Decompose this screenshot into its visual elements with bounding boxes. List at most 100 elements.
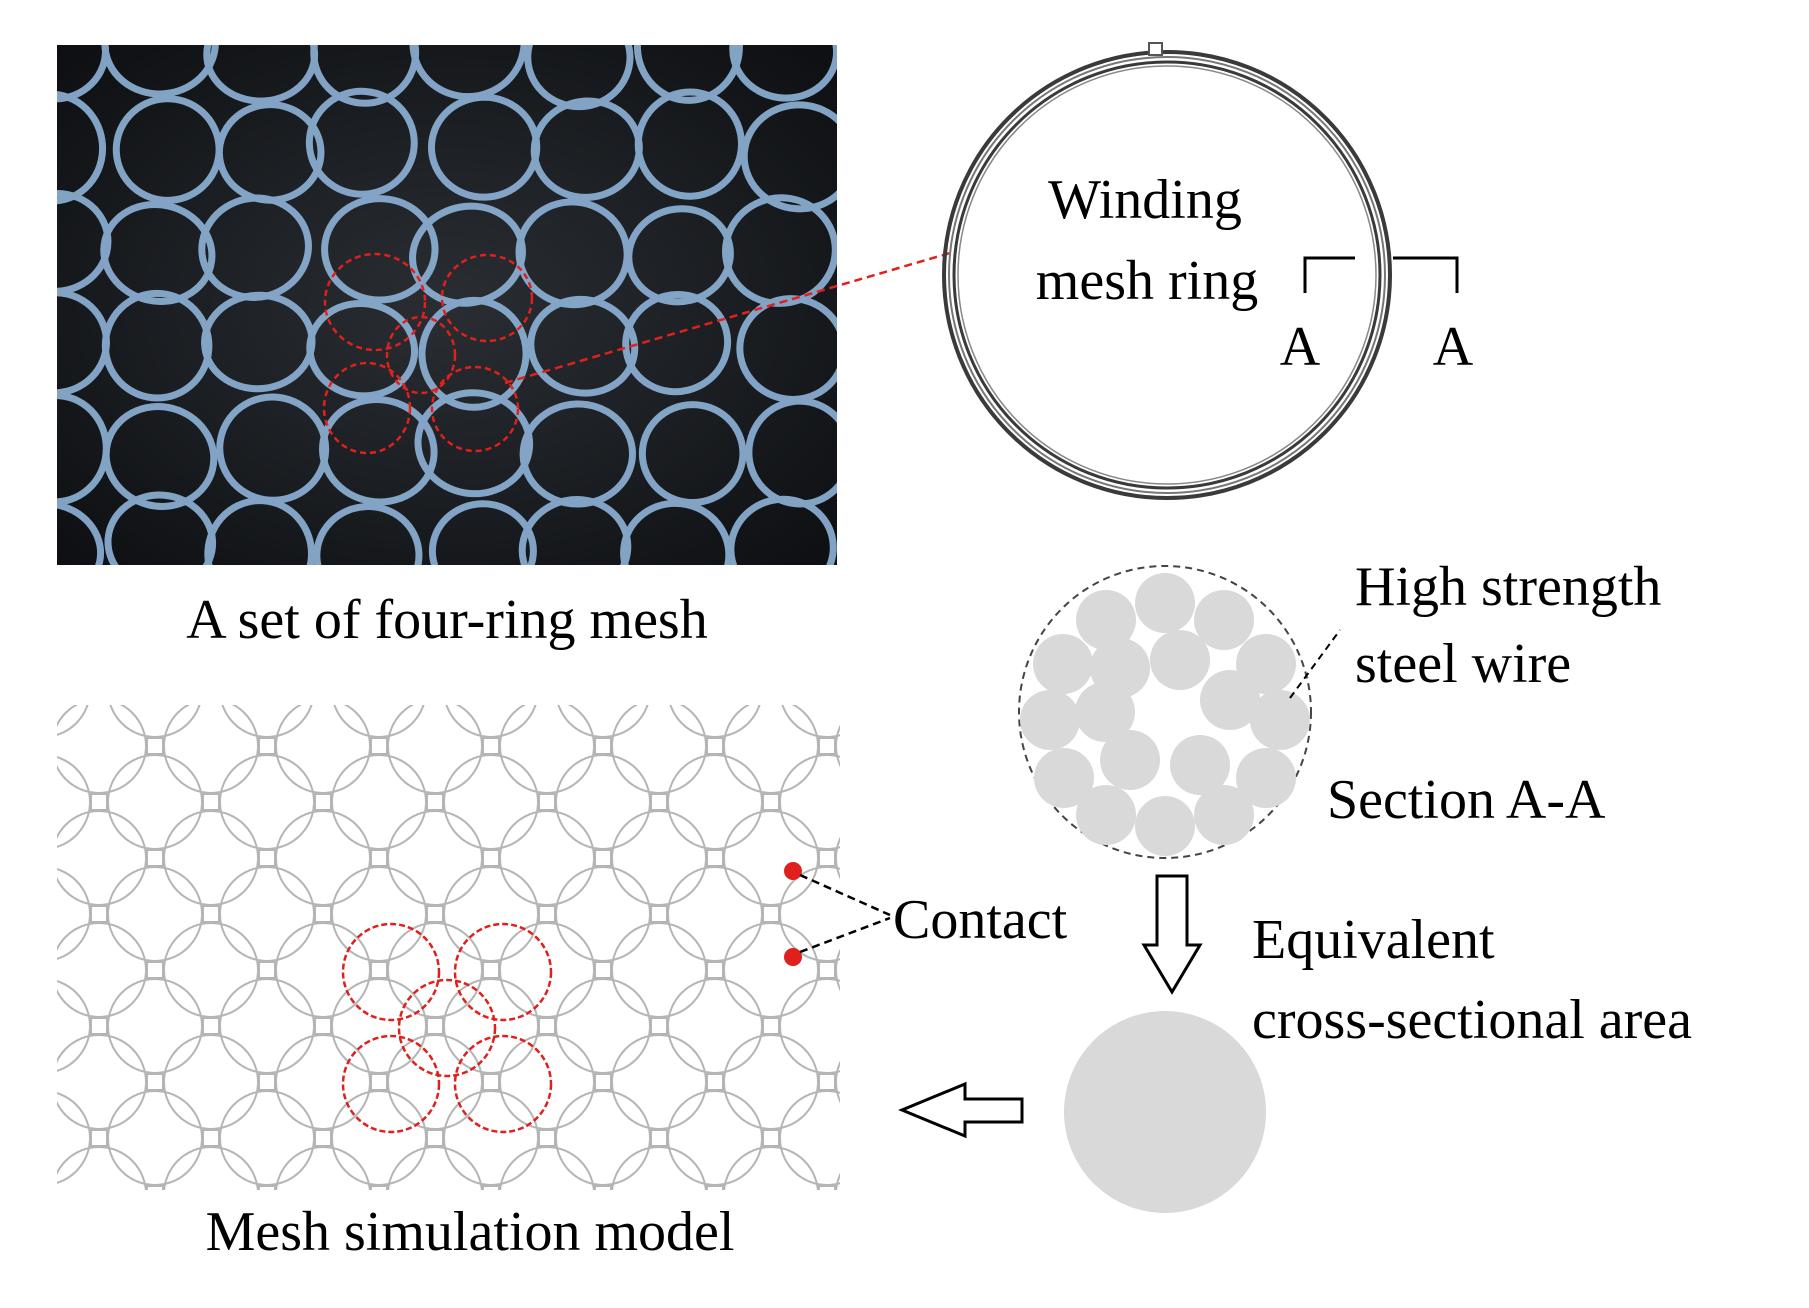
sim-ring [221,705,313,738]
sim-ring [443,1090,539,1186]
sim-ring [723,1034,819,1130]
sim-contact-square [202,1017,220,1035]
sim-ring [331,978,427,1074]
sim-contact-square [987,1130,1003,1146]
sim-ring [723,705,819,794]
contact-point-lower [784,948,802,966]
sim-ring [724,1259,818,1308]
photo-ring [736,295,837,403]
sim-ring [443,754,539,850]
sim-highlight-ring [453,922,553,1022]
sim-contact-square [370,737,388,755]
sim-ring [667,866,763,962]
sim-contact-square [762,905,780,923]
photo-ring [633,45,743,104]
sim-contact-square [147,1298,163,1308]
sim-ring [667,978,763,1074]
sim-ring [163,1034,259,1130]
sim-contact-square [314,905,332,923]
steel-wire-strand [1150,630,1210,690]
sim-contact-square [538,905,556,923]
sim-contact-square [483,1298,499,1308]
sim-ring [331,1090,427,1186]
photo-ring [740,101,837,213]
sim-contact-square [427,682,443,698]
sim-contact-square [91,682,107,698]
photo-ring [729,45,837,102]
sim-contact-square [426,905,444,923]
sim-ring [275,922,371,1018]
sim-ring [500,1259,594,1308]
sim-ring [499,705,595,794]
sim-ring [107,1090,203,1186]
sim-ring [555,978,651,1074]
photo-ring [418,296,530,411]
sim-ring [107,754,203,850]
sim-contact-square [594,1073,612,1091]
sim-ring [275,1034,371,1130]
sim-ring [555,754,651,850]
photo-highlight-ring [440,253,534,343]
sim-contact-square [594,849,612,867]
sim-contact-square [482,849,500,867]
steel-wire-strand [1033,634,1093,694]
sim-contact-square [146,1185,164,1190]
steel-wire-strand [1076,785,1136,845]
photo-ring [524,45,634,111]
sim-ring [108,1203,202,1297]
sim-ring [667,754,763,850]
sim-contact-squares [35,682,1003,1308]
sim-contact-square [426,793,444,811]
sim-ring [611,810,707,906]
sim-ring [667,1090,763,1186]
photo-ring [414,389,534,498]
sim-ring [275,810,371,906]
sim-contact-square [763,1242,779,1258]
steel-wire-strand [1250,690,1310,750]
sim-contact-square [931,1186,947,1202]
sim-contact-square [370,1073,388,1091]
sim-four-ring-highlight [341,922,553,1134]
sim-contact-square [651,682,667,698]
steel-wire-strand [1236,748,1296,808]
sim-ring [57,705,147,794]
sim-ring [723,810,819,906]
sim-ring [443,866,539,962]
sim-contact-square [706,1073,724,1091]
photo-ring [519,400,637,508]
sim-contact-square [146,961,164,979]
sim-contact-square [202,793,220,811]
sim-highlight-ring [397,978,497,1078]
sim-contact-square [650,1017,668,1035]
sim-contact-square [203,682,219,698]
sim-ring [779,1090,840,1186]
sim-ring [52,1259,146,1308]
sim-contact-square [931,738,947,754]
sim-contact-square [594,1185,612,1190]
mesh-photo [57,45,837,565]
sim-ring [57,922,147,1018]
photo-ring [638,401,747,507]
sim-ring [387,705,483,794]
photo-ring [634,88,746,200]
wire-label-line2: steel wire [1355,633,1571,695]
sim-contact-square [90,905,108,923]
sim-contact-square [35,1298,51,1308]
sim-highlight-ring [453,1034,553,1134]
sim-highlight-ring [341,922,441,1022]
sim-contact-square [35,850,51,866]
sim-contact-square [146,849,164,867]
sim-ring [219,866,315,962]
sim-ring [0,1203,90,1297]
sim-ring [57,756,91,848]
sim-contact-square [650,905,668,923]
steel-wire-strand [1075,682,1135,742]
photo-highlight-ring [323,252,427,352]
sim-ring [57,1034,147,1130]
sim-contact-square [314,1129,332,1147]
sim-contact-square [314,1017,332,1035]
sim-ring [107,978,203,1074]
sim-contact-square [482,1185,500,1190]
sim-contact-square [706,737,724,755]
